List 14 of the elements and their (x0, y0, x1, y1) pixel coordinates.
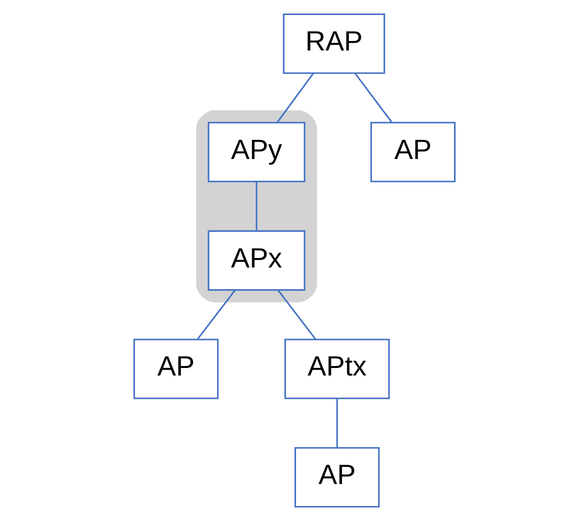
node-box: AP (294, 447, 380, 508)
connector (277, 290, 316, 340)
node-box: APy (207, 122, 305, 182)
cluster (196, 110, 316, 302)
connector (336, 398, 338, 448)
connector (196, 290, 236, 340)
node-box: APx (207, 230, 305, 291)
node-box: AP (370, 122, 456, 182)
connector (354, 72, 392, 123)
connector (276, 72, 314, 123)
node-box: RAP (282, 13, 385, 74)
node-box: AP (132, 338, 218, 400)
node-box: APtx (284, 338, 390, 400)
connector (255, 182, 257, 231)
